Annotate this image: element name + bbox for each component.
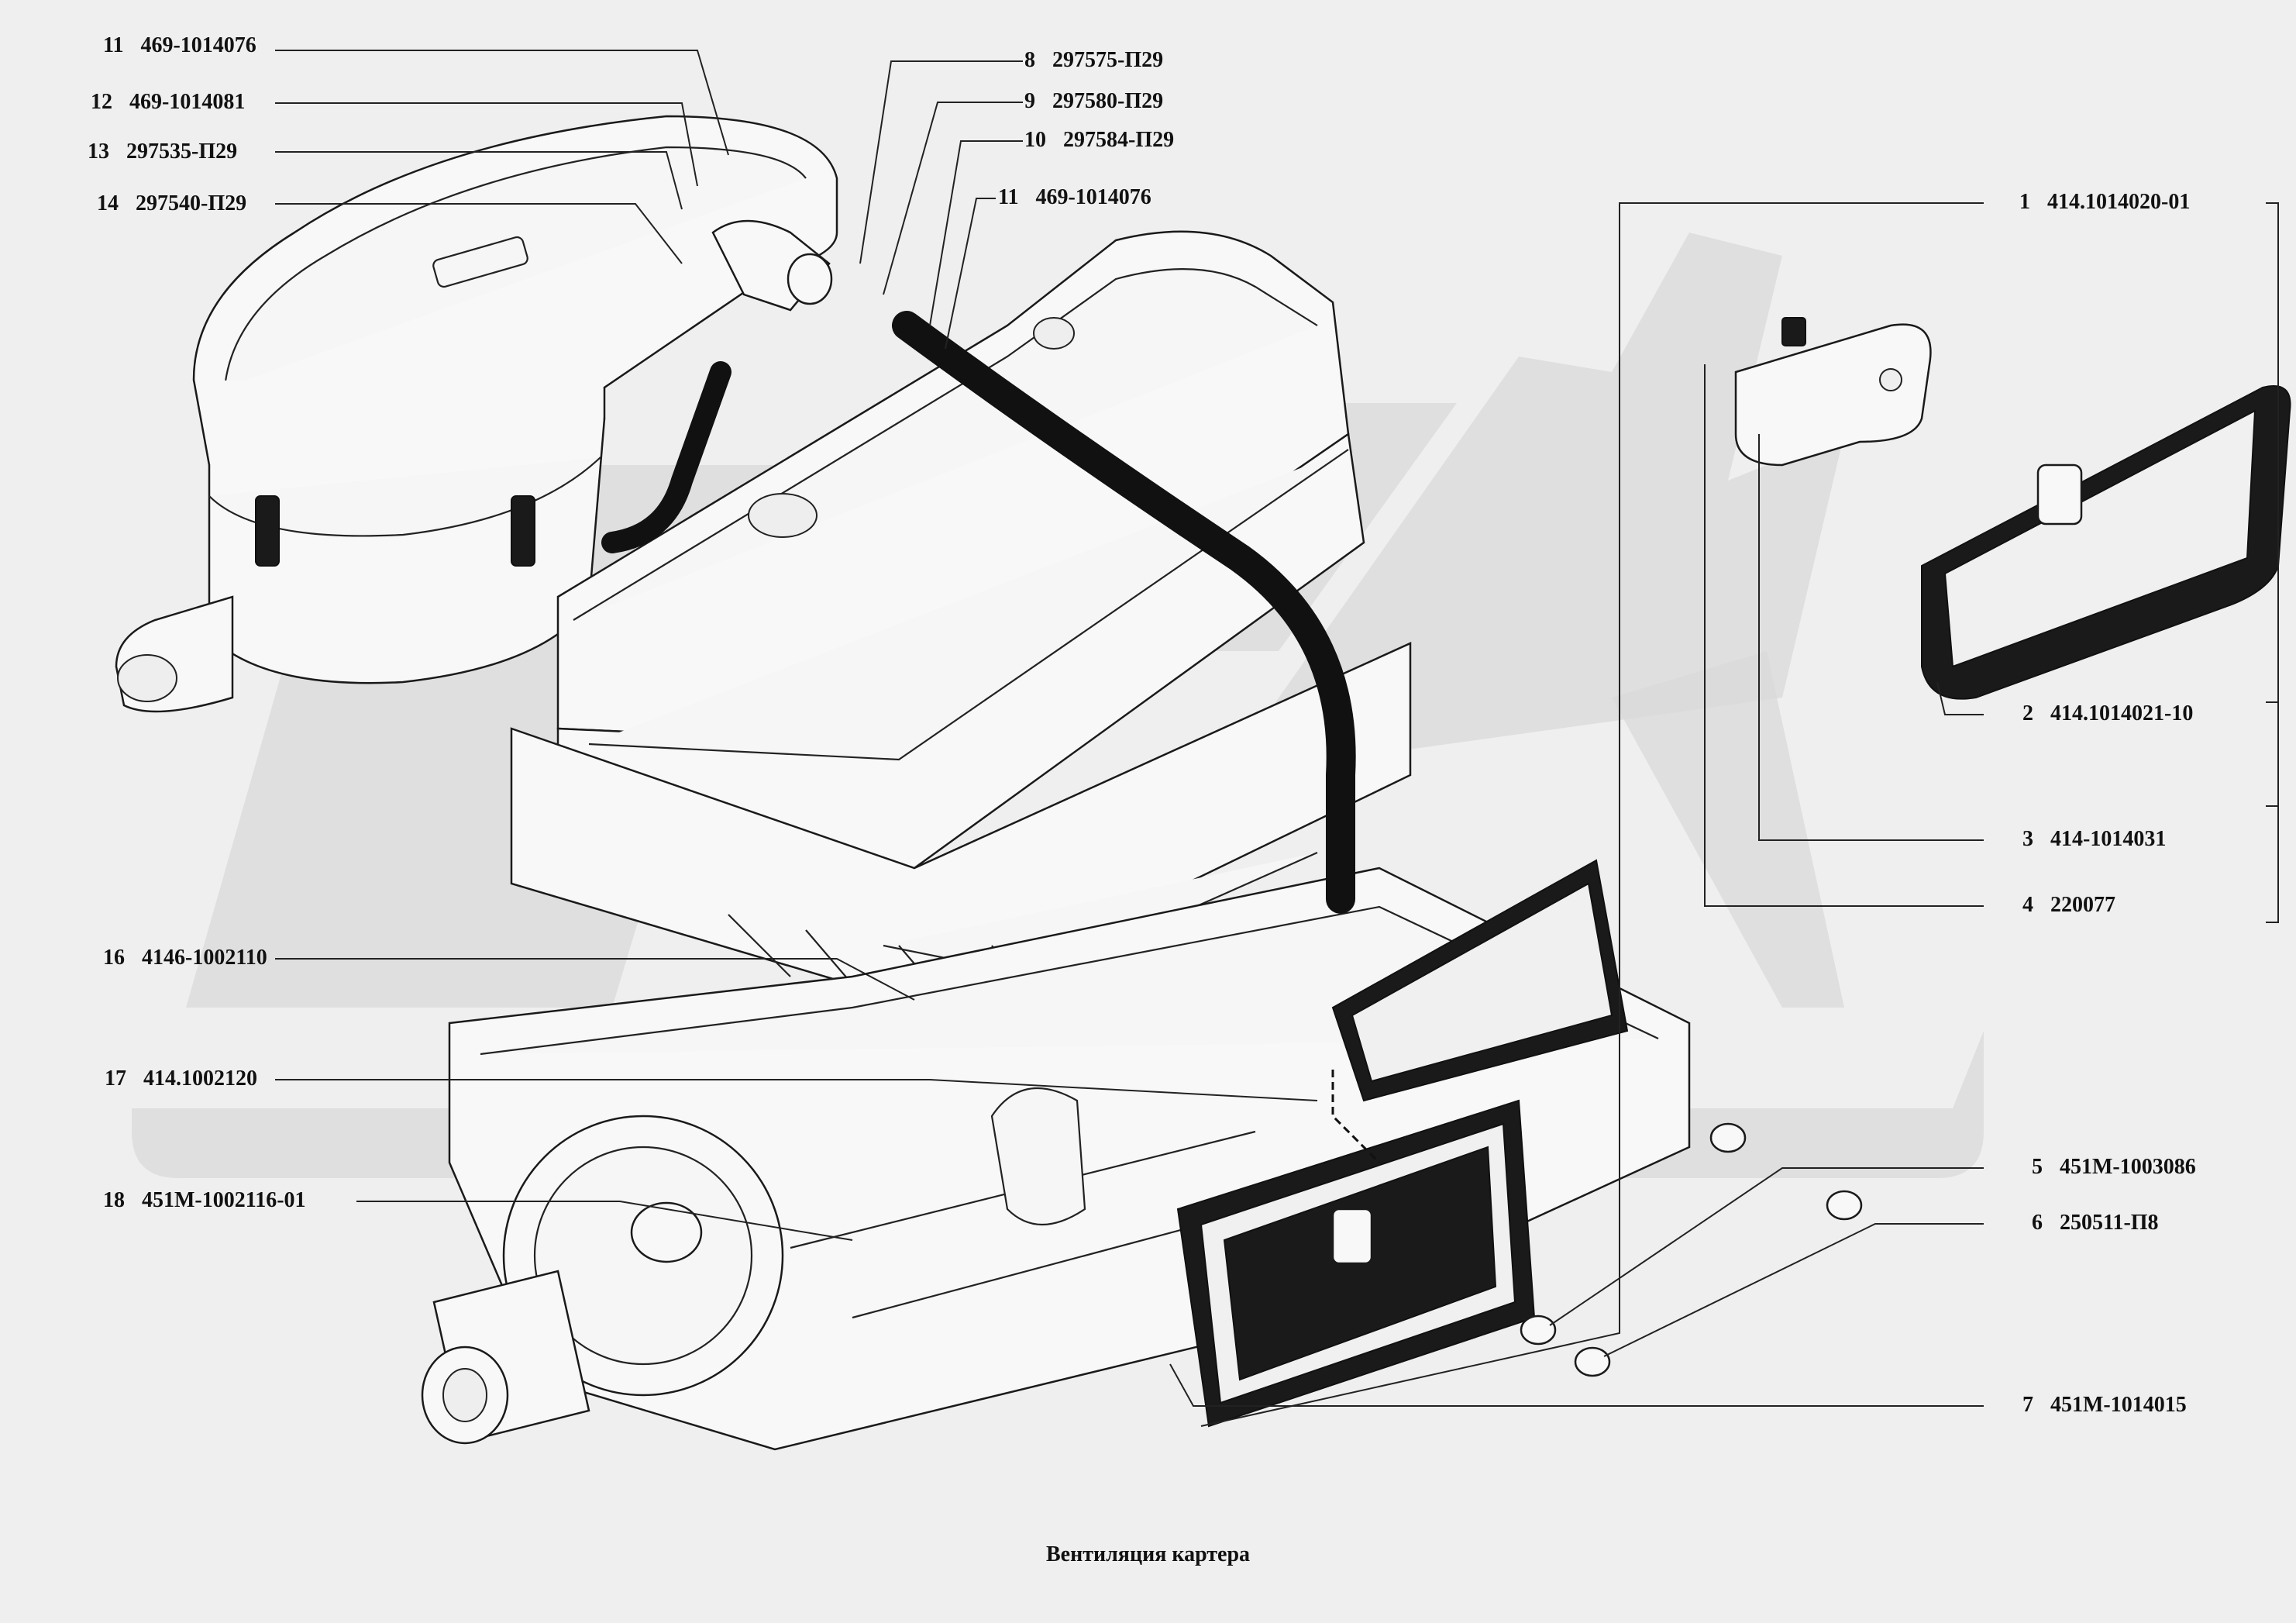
air-filter [115,115,838,713]
engine-head [510,230,1412,1009]
diagram-caption: Вентиляция картера [1045,1542,1251,1566]
breather-hose [601,219,1356,914]
crankcase-cover-lower [1176,859,1629,1428]
exploded-parts-right [1520,317,2291,1377]
leader-lines [275,50,2279,1427]
